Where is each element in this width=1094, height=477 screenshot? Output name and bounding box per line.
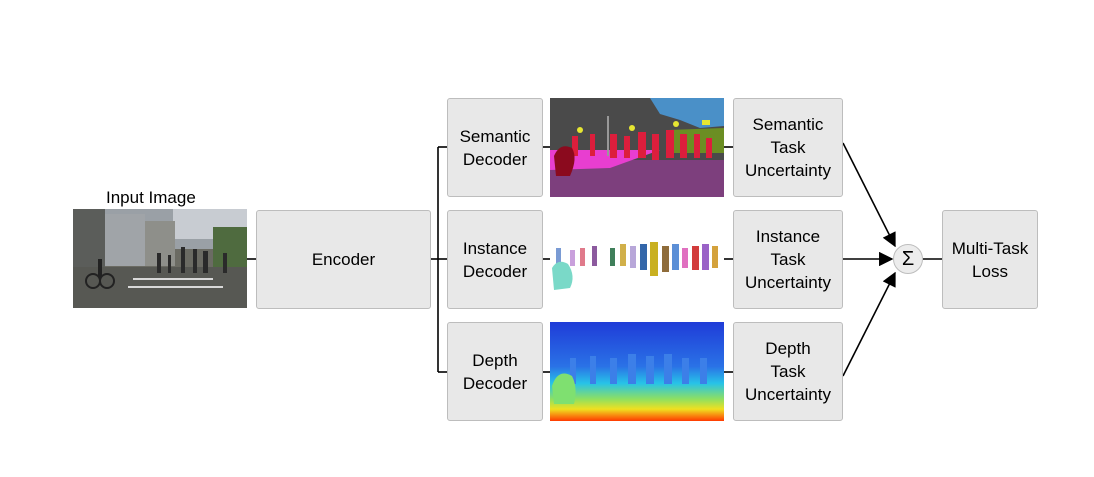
instance-decoder-box: Instance Decoder <box>447 210 543 309</box>
semantic-uncertainty-label: Semantic Task Uncertainty <box>745 115 831 180</box>
encoder-label: Encoder <box>311 250 376 269</box>
semantic-segmentation-output <box>550 98 724 197</box>
input-image-caption: Input Image <box>106 188 196 207</box>
instance-uncertainty-box: Instance Task Uncertainty <box>733 210 843 309</box>
semantic-decoder-label: Semantic Decoder <box>459 126 531 169</box>
depth-uncertainty-label: Depth Task Uncertainty <box>745 339 831 404</box>
sum-node: Σ <box>893 244 923 274</box>
sum-symbol: Σ <box>901 247 915 270</box>
instance-segmentation-output <box>550 210 724 309</box>
depth-decoder-label: Depth Decoder <box>462 350 528 393</box>
depth-estimation-output <box>550 322 724 421</box>
depth-uncertainty-arrow <box>842 271 896 377</box>
depth-decoder-box: Depth Decoder <box>447 322 543 421</box>
instance-uncertainty-label: Instance Task Uncertainty <box>745 227 831 292</box>
multi-task-loss-box: Multi-Task Loss <box>942 210 1038 309</box>
instance-decoder-label: Instance Decoder <box>462 238 528 281</box>
semantic-decoder-box: Semantic Decoder <box>447 98 543 197</box>
encoder-box: Encoder <box>256 210 431 309</box>
depth-uncertainty-box: Depth Task Uncertainty <box>733 322 843 421</box>
semantic-uncertainty-box: Semantic Task Uncertainty <box>733 98 843 197</box>
input-street-image <box>73 209 247 308</box>
semantic-uncertainty-arrow <box>842 142 896 248</box>
multi-task-loss-label: Multi-Task Loss <box>951 238 1029 281</box>
